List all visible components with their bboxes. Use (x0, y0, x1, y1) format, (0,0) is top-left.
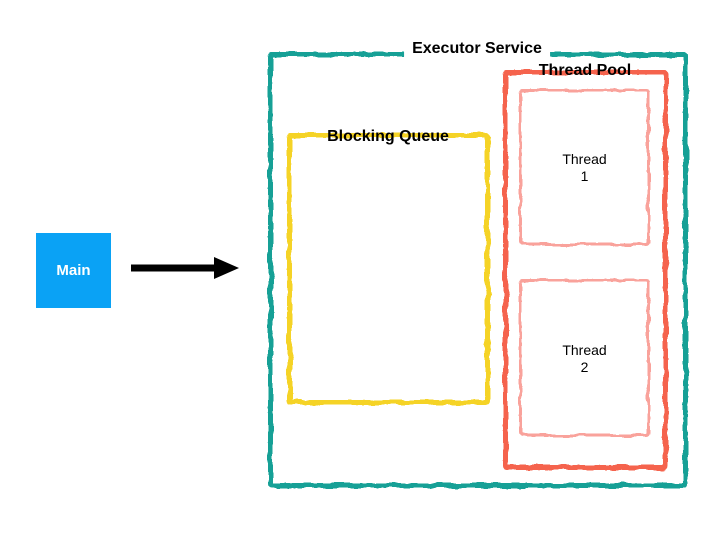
thread-1-label: Thread 1 (519, 151, 650, 185)
thread-pool-label: Thread Pool (538, 62, 632, 79)
thread-2-label-line1: Thread (562, 342, 607, 358)
thread-2-label-line2: 2 (580, 359, 589, 375)
thread-pool-box (503, 70, 668, 470)
thread-1-box (519, 89, 650, 246)
blocking-queue-box (287, 133, 490, 405)
main-box-label: Main (56, 262, 91, 279)
thread-2-label: Thread 2 (519, 342, 650, 376)
thread-2-box (519, 279, 650, 437)
thread-1-label-line1: Thread (562, 151, 607, 167)
executor-service-label: Executor Service (404, 40, 550, 58)
blocking-queue-label: Blocking Queue (327, 128, 449, 145)
main-to-executor-arrow-icon (131, 257, 239, 279)
main-box: Main (36, 233, 111, 308)
thread-1-label-line2: 1 (580, 168, 589, 184)
